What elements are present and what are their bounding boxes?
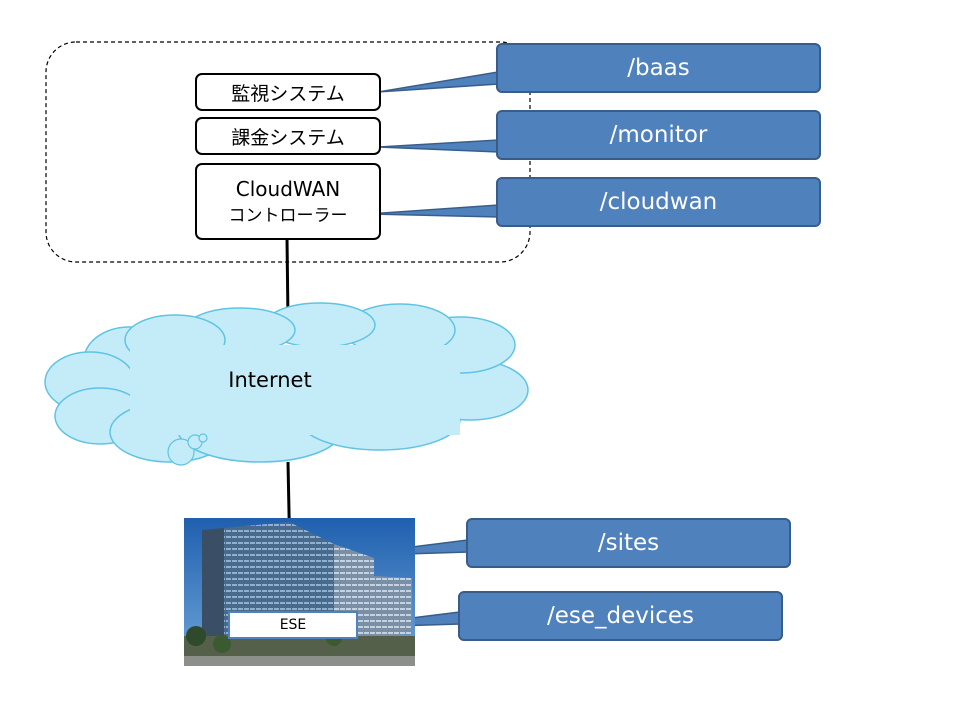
billing-system-label: 課金システム	[231, 126, 345, 149]
office-building-photo	[184, 518, 415, 666]
controller-internet-link	[285, 237, 290, 321]
controller-name-label: CloudWAN	[235, 176, 341, 201]
callout-baas-label: /baas	[627, 55, 690, 81]
pointer-cloudwan	[367, 204, 499, 218]
callout-sites-label: /sites	[597, 530, 660, 556]
ese-device-box: ESE	[228, 611, 358, 639]
callout-cloudwan-label: /cloudwan	[599, 189, 718, 215]
callout-sites: /sites	[466, 518, 791, 568]
callout-cloudwan: /cloudwan	[496, 177, 821, 227]
billing-system-box: 課金システム	[195, 117, 381, 155]
cloud-bubbles	[167, 433, 208, 466]
internet-label: Internet	[228, 368, 312, 392]
callout-monitor: /monitor	[496, 110, 821, 160]
controller-type-label: コントローラー	[228, 205, 348, 226]
cloudwan-controller-box: CloudWAN コントローラー	[195, 163, 381, 240]
callout-ese-devices-label: /ese_devices	[546, 603, 695, 629]
callout-baas: /baas	[496, 43, 821, 93]
callout-monitor-label: /monitor	[609, 122, 708, 148]
monitoring-system-box: 監視システム	[195, 73, 381, 111]
pointer-baas	[377, 71, 499, 93]
ese-device-label: ESE	[279, 617, 307, 633]
monitoring-system-label: 監視システム	[231, 82, 345, 105]
pointer-monitor	[377, 139, 499, 153]
callout-ese-devices: /ese_devices	[458, 591, 783, 641]
